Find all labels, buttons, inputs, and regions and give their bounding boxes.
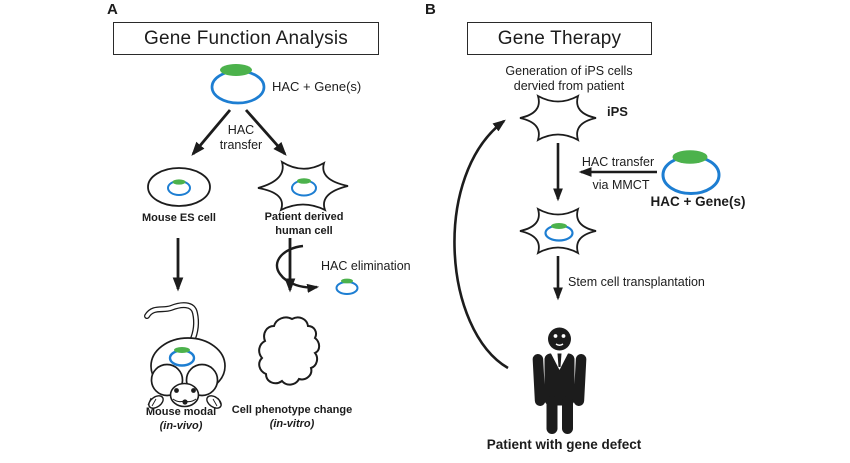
hac-transfer-line1: HAC xyxy=(227,123,255,137)
reprogramming-cycle-arrow xyxy=(453,119,509,370)
mouse-model-label-line1: Mouse modal xyxy=(145,406,217,418)
mouse-model-label-line2: (in-vivo) xyxy=(159,419,203,432)
result-arrows-a xyxy=(172,238,296,293)
patient-label: Patient with gene defect xyxy=(486,437,642,452)
hac-gene-label-a: HAC + Gene(s) xyxy=(272,79,362,94)
cell-phenotype-label-line1: Cell phenotype change xyxy=(231,404,353,416)
hac-plasmid-icon-a xyxy=(210,64,266,105)
hac-eliminated-icon xyxy=(335,278,359,295)
ips-generation-line2: dervied from patient xyxy=(513,78,625,93)
mouse-es-cell-label: Mouse ES cell xyxy=(142,212,216,224)
mouse-es-cell-drawing xyxy=(147,167,211,207)
hac-transfer-arrows xyxy=(191,109,287,156)
panel-a-title-box: Gene Function Analysis xyxy=(113,22,379,55)
hac-elimination-label: HAC elimination xyxy=(321,259,411,273)
hac-elimination-arrow xyxy=(275,244,320,293)
hac-transfer-caption-b-line2: via MMCT xyxy=(592,178,650,192)
panel-a-title: Gene Function Analysis xyxy=(143,27,348,49)
hac-gene-label-b: HAC + Gene(s) xyxy=(650,194,746,209)
patient-figure-icon xyxy=(532,327,587,434)
panel-b-letter: B xyxy=(425,1,436,18)
patient-cell-label-line2: human cell xyxy=(275,224,333,237)
ips-cell-label: iPS xyxy=(607,104,628,119)
cell-phenotype-label: Cell phenotype change (in-vitro) xyxy=(232,404,352,431)
hac-transfer-line2: transfer xyxy=(219,137,263,152)
mouse-model-drawing xyxy=(144,302,226,409)
hac-plasmid-icon-b xyxy=(661,150,721,195)
cell-phenotype-blob-drawing xyxy=(258,316,321,386)
panel-a-letter: A xyxy=(107,1,118,18)
cell-phenotype-label-line2: (in-vitro) xyxy=(269,417,315,430)
patient-derived-cell-drawing xyxy=(257,160,349,212)
patient-cell-label: Patient derived human cell xyxy=(265,211,344,238)
patient-cell-label-line1: Patient derived xyxy=(264,211,344,223)
ips-cell-drawing xyxy=(519,94,597,142)
ips-generation-line1: Generation of iPS cells xyxy=(505,64,633,78)
mouse-model-label: Mouse modal (in-vivo) xyxy=(146,406,216,433)
ips-generation-caption: Generation of iPS cells dervied from pat… xyxy=(505,64,632,93)
hac-transfer-caption: HAC transfer xyxy=(220,123,262,152)
panel-b-title-box: Gene Therapy xyxy=(467,22,652,55)
panel-b-title: Gene Therapy xyxy=(497,27,622,49)
hac-transfer-caption-b-line1: HAC transfer xyxy=(581,155,655,169)
transplantation-label: Stem cell transplantation xyxy=(568,275,705,289)
corrected-cell-drawing xyxy=(519,207,597,255)
